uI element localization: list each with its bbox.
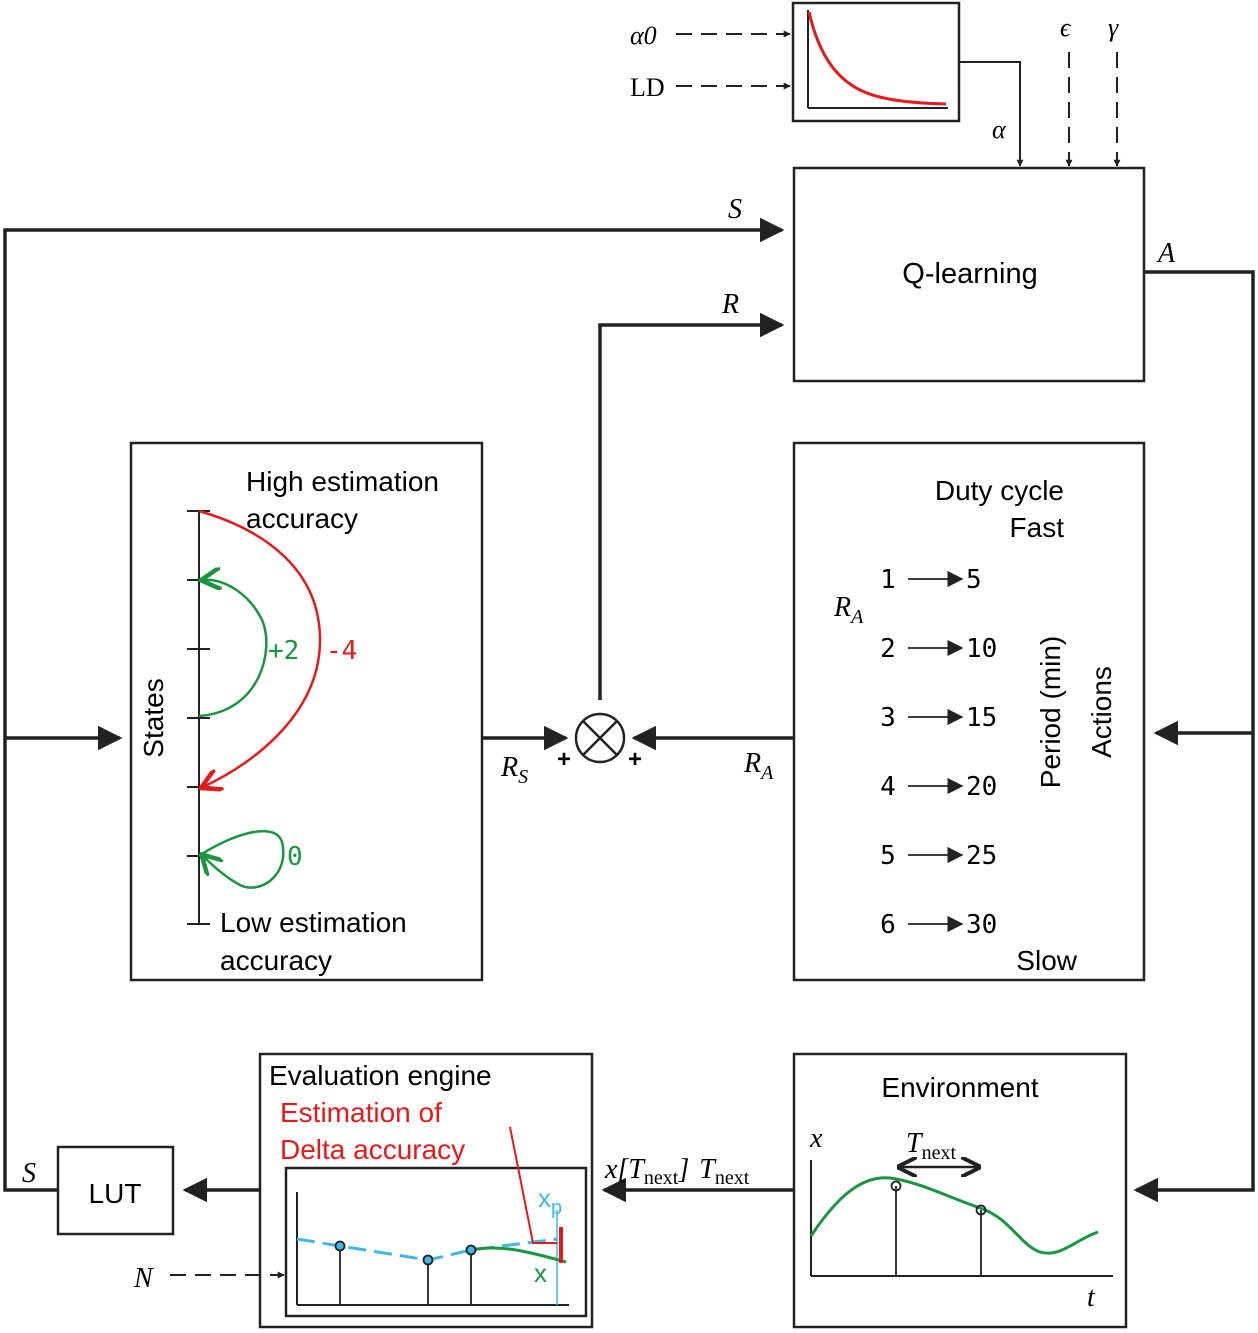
action-index-4: 4 (880, 772, 896, 802)
ra-label: RA (743, 748, 774, 784)
actions-box (792, 441, 1146, 982)
action-index-6: 6 (880, 910, 896, 940)
n-input-label: N (133, 1263, 154, 1294)
slow-label: Slow (1016, 945, 1077, 976)
states-box (129, 441, 484, 982)
environment-stems (895, 1186, 982, 1276)
alpha-label: α (992, 115, 1007, 144)
reward-minus4-label: -4 (326, 636, 357, 666)
rs-label: RS (500, 752, 528, 788)
q-learning-box (792, 166, 1146, 383)
actions-label: Actions (1086, 666, 1117, 758)
reward-plus2-arc (199, 580, 268, 718)
ld-label: LD (630, 73, 665, 102)
evaluation-sample-points (334, 1240, 477, 1266)
x-tnext-label: x[Tnext]Tnext (604, 1154, 750, 1189)
summing-junction (574, 712, 626, 764)
environment-title: Environment (881, 1072, 1038, 1103)
measured-x-curve (470, 1246, 567, 1264)
period-label: Period (min) (1035, 636, 1066, 788)
action-index-5: 5 (880, 841, 896, 871)
reward-zero-label: 0 (287, 842, 303, 872)
high-accuracy-label: High estimation accuracy (246, 466, 447, 534)
s-lut-label: S (22, 1158, 36, 1189)
gamma-label: γ (1108, 13, 1119, 42)
action-index-3: 3 (880, 703, 896, 733)
env-x-axis-label: t (1087, 1282, 1096, 1313)
action-period-20: 20 (966, 772, 997, 802)
env-tnext-label: Tnext (906, 1128, 956, 1164)
x-measured-label: x (534, 1258, 547, 1288)
plus-right: + (628, 746, 642, 773)
evaluation-title: Evaluation engine (269, 1060, 492, 1091)
reward-zero-loop (199, 829, 285, 889)
environment-signal-curve (809, 1176, 1099, 1255)
s-input-label: S (728, 194, 742, 225)
low-accuracy-label: Low estimation accuracy (220, 907, 415, 976)
action-period-10: 10 (966, 634, 997, 664)
xp-label: xp (538, 1183, 562, 1219)
lut-label: LUT (89, 1178, 142, 1209)
q-learning-label: Q-learning (902, 258, 1037, 290)
action-period-5: 5 (966, 565, 982, 595)
lut-box (56, 1145, 175, 1236)
learning-rate-decay-box (791, 1, 961, 123)
action-period-25: 25 (966, 841, 997, 871)
duty-cycle-label: Duty cycle (935, 475, 1064, 506)
env-y-axis-label: x (809, 1123, 823, 1154)
s-feedback-line (3, 217, 785, 1192)
fast-label: Fast (1010, 512, 1065, 543)
actions-ra-label: RA (833, 592, 864, 628)
alpha-arrow (959, 61, 1024, 167)
action-index-1: 1 (880, 565, 896, 595)
action-index-2: 2 (880, 634, 896, 664)
environment-sample-points (890, 1180, 987, 1216)
plus-left: + (557, 746, 571, 773)
estimation-pointer (509, 1126, 557, 1244)
evaluation-stems (339, 1246, 472, 1305)
a-output-label: A (1156, 238, 1176, 269)
r-line (598, 312, 785, 700)
environment-axes (810, 1160, 1113, 1277)
states-title: States (138, 678, 169, 757)
a-output-line (1133, 270, 1255, 1203)
decay-curve (807, 11, 947, 106)
r-input-label: R (721, 289, 739, 320)
action-period-30: 30 (966, 910, 997, 940)
alpha0-label: α0 (630, 21, 657, 50)
action-period-15: 15 (966, 703, 997, 733)
epsilon-label: ϵ (1060, 13, 1072, 42)
reward-minus4-arc (199, 509, 322, 787)
reward-plus2-label: +2 (268, 636, 299, 666)
evaluation-axes (296, 1192, 569, 1306)
estimation-label: Estimation of Delta accuracy (280, 1097, 465, 1165)
